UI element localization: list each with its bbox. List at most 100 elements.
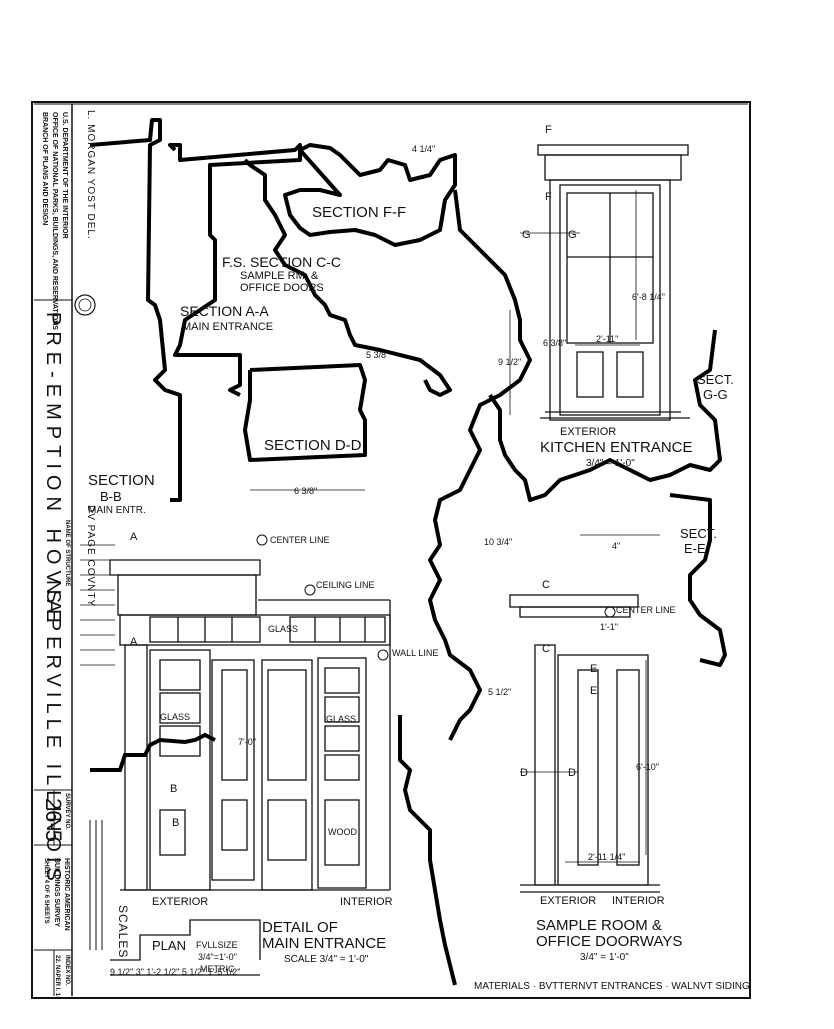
label-section-dd: SECTION D-D	[264, 437, 362, 454]
cut-d-1: D	[520, 767, 528, 779]
label-scale-34: 3/4"=1'-0"	[198, 952, 237, 962]
profile-section-aa	[168, 143, 302, 397]
dim-d6: 5 1/2"	[488, 687, 511, 697]
label-exterior-main: EXTERIOR	[152, 896, 208, 908]
main-entrance-elevation	[109, 559, 391, 891]
sample-scale: 3/4" = 1'-0"	[580, 952, 629, 963]
label-section-bb: SECTION	[88, 472, 155, 489]
label-section-ee-2: E-E	[684, 541, 706, 556]
kitchen-scale: 3/4" = 1'-0"	[586, 458, 635, 469]
cut-a-1: A	[130, 531, 138, 543]
kitchen-title: KITCHEN ENTRANCE	[540, 439, 693, 456]
sample-doorway-elevation	[509, 594, 660, 893]
delineator-text: L. MORGAN YOST DEL.	[85, 110, 96, 240]
drawing-titles: EXTERIOR KITCHEN ENTRANCE 3/4" = 1'-0" D…	[262, 426, 750, 992]
dim-d4: 4"	[612, 541, 620, 551]
cut-b-1: B	[170, 783, 177, 795]
label-section-gg: SECT.	[697, 372, 734, 387]
siding-lines	[80, 544, 115, 666]
survey-no: 26-5	[41, 798, 66, 843]
outer-border	[31, 101, 751, 999]
label-section-cc: F.S. SECTION C-C	[222, 254, 341, 270]
seal-icon	[74, 294, 96, 316]
label-center-line-1: CENTER LINE	[270, 535, 330, 545]
scale-bars	[89, 820, 103, 950]
label-glass-1: GLASS	[160, 712, 190, 722]
label-interior-main: INTERIOR	[340, 896, 393, 908]
label-section-gg-2: G-G	[703, 387, 728, 402]
cut-f-1: F	[545, 124, 552, 136]
habs-label-2: BUILDINGS SURVEY	[53, 858, 60, 928]
county-text: DV PAGE COVNTY	[85, 505, 96, 608]
dim-door-width: 2'-11"	[596, 334, 618, 344]
dim-sample-top: 1'-1"	[600, 622, 618, 632]
label-wood: WOOD	[328, 827, 357, 837]
main-scale: SCALE 3/4" = 1'-0"	[284, 954, 369, 965]
dim-d5: 10 3/4"	[484, 537, 512, 547]
label-metric: METRIC	[200, 964, 235, 974]
label-section-cc-2: SAMPLE RM. &	[240, 270, 319, 282]
dim-d3: 6 3/8"	[294, 486, 317, 496]
label-section-cc-3: OFFICE DOORS	[240, 282, 324, 294]
sample-title-1: SAMPLE ROOM &	[536, 917, 662, 934]
cut-f-2: F	[545, 191, 552, 203]
kitchen-exterior-label: EXTERIOR	[560, 426, 616, 438]
cut-e-2: E	[590, 685, 597, 697]
sample-dimension-lines	[250, 489, 660, 863]
label-glass-3: GLASS	[326, 714, 356, 724]
center-line-markers	[256, 534, 616, 661]
dim-d1: 4 1/4"	[412, 144, 435, 154]
cut-g-1: G	[522, 229, 531, 241]
dim-d2: 5 3/8"	[366, 350, 389, 360]
profile-section-cc	[243, 158, 452, 397]
label-exterior-sample: EXTERIOR	[540, 895, 596, 907]
agency-line-1: U.S. DEPARTMENT OF THE INTERIOR	[61, 112, 68, 239]
agency-line-3: BRANCH OF PLANS AND DESIGN	[41, 112, 48, 226]
label-section-bb-2: B-B	[100, 489, 122, 504]
profile-main-plan	[90, 732, 216, 772]
section-profiles	[89, 118, 727, 986]
cut-c-1: C	[542, 579, 550, 591]
cut-a-2: A	[130, 636, 138, 648]
cut-c-2: C	[542, 643, 550, 655]
label-section-aa-2: MAIN ENTRANCE	[182, 321, 273, 333]
cut-b-2: B	[172, 817, 179, 829]
profile-section-bb	[89, 118, 182, 502]
label-wall-line: WALL LINE	[392, 648, 438, 658]
label-fullsize: FVLLSIZE	[196, 940, 238, 950]
dim-sample-width: 2'-11 1/4"	[588, 852, 625, 862]
label-section-ee: SECT.	[680, 526, 717, 541]
section-labels: SECTION F-F F.S. SECTION C-C SAMPLE RM. …	[88, 204, 734, 556]
main-title-1: DETAIL OF	[262, 919, 338, 936]
profile-section-ff	[283, 143, 457, 247]
materials-note: MATERIALS · BVTTERNVT ENTRANCES · WALNVT…	[474, 981, 750, 992]
cut-d-2: D	[568, 767, 576, 779]
label-section-bb-3: MAIN ENTR.	[88, 505, 146, 516]
scales-label: SCALES	[116, 905, 130, 959]
profile-ee	[669, 493, 727, 667]
sheet-label: SHEET 4 OF 6 SHEETS	[43, 858, 49, 924]
label-section-ff: SECTION F-F	[312, 204, 406, 221]
index-no: 22. NAPER I. 1-	[54, 955, 60, 999]
profile-kitchen	[488, 329, 722, 502]
index-label: INDEX NO.	[64, 955, 70, 986]
profile-main-diagonal	[428, 189, 532, 741]
cut-markers: A A B B C C D D E E F F G G	[130, 124, 597, 829]
label-interior-sample: INTERIOR	[612, 895, 665, 907]
kitchen-dimension-lines	[509, 190, 640, 415]
habs-label-1: HISTORIC AMERICAN	[63, 858, 70, 931]
name-of-structure-label: NAME OF STRUCTURE	[64, 520, 70, 587]
dim-sample-height: 6'-10"	[636, 762, 659, 772]
dim-plan: 9 1/2" 3" 1'-2 1/2" 5 1/2" 1'-5 1/2"	[110, 967, 241, 977]
dimension-labels: 4 1/4" 5 3/8" 6 3/8" 4" 10 3/4" 5 1/2" 9…	[110, 144, 665, 977]
profile-mid-lower	[398, 715, 457, 986]
main-title-2: MAIN ENTRANCE	[262, 935, 386, 952]
dim-main-height: 7'-0"	[238, 737, 256, 747]
dim-d7: 9 1/2"	[498, 357, 521, 367]
dim-door-side: 6 3/8"	[543, 338, 566, 348]
label-glass-2: GLASS	[268, 624, 298, 634]
cut-e-1: E	[590, 663, 597, 675]
dim-door-height: 6'-8 1/4"	[632, 292, 665, 302]
kitchen-door-elevation	[537, 144, 690, 421]
